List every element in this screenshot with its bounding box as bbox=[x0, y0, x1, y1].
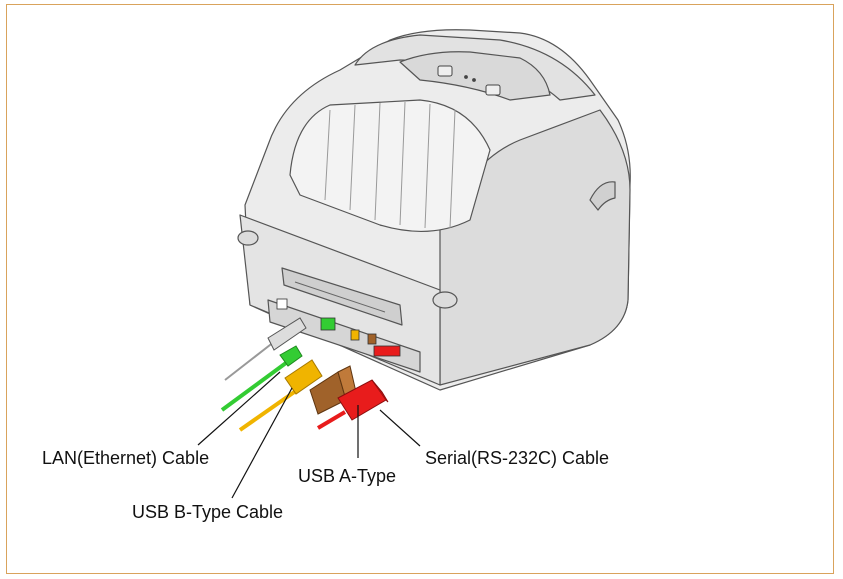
control-buttons bbox=[437, 65, 501, 96]
usb-b-cable bbox=[238, 359, 323, 432]
power-cable bbox=[224, 317, 307, 381]
serial-cable-label: Serial(RS-232C) Cable bbox=[425, 448, 610, 468]
lan-cable bbox=[220, 345, 303, 412]
leader-lines bbox=[197, 371, 421, 499]
diagram-frame bbox=[6, 4, 834, 574]
lan-cable-label: LAN(Ethernet) Cable bbox=[42, 448, 210, 468]
printer-body bbox=[237, 29, 631, 391]
usb-b-cable-label: USB B-Type Cable bbox=[132, 502, 284, 522]
rear-ports bbox=[276, 298, 401, 357]
usb-a-label: USB A-Type bbox=[298, 466, 397, 486]
serial-cable bbox=[316, 379, 389, 430]
